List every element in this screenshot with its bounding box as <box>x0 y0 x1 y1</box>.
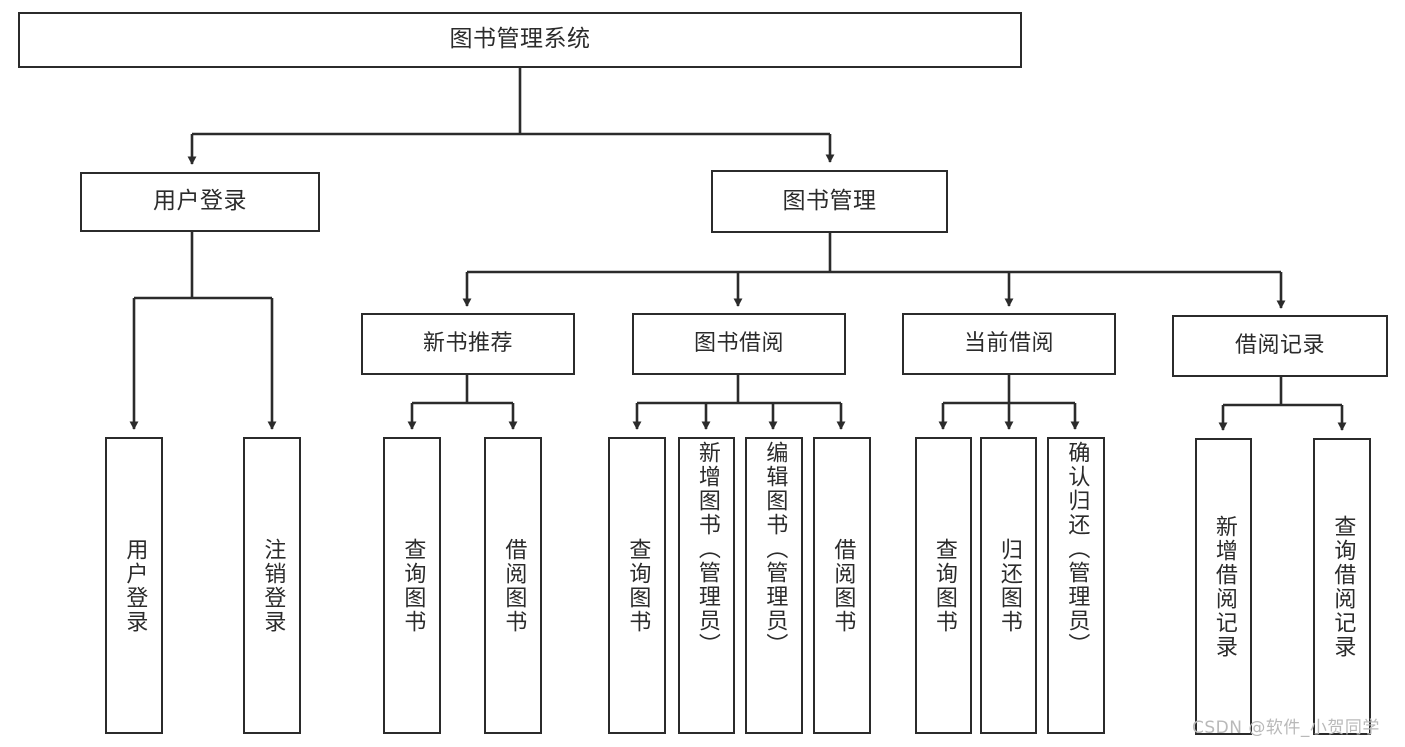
node-label: 查询图书 <box>400 537 426 634</box>
node-leaf-new-book-borrow[interactable]: 借阅图书 <box>484 437 542 734</box>
node-label: 查询借阅记录 <box>1330 514 1356 659</box>
node-label: 归还图书 <box>996 537 1022 634</box>
node-label: 借阅图书 <box>501 537 527 634</box>
node-label: 编辑图书（管理员） <box>762 441 788 657</box>
node-label: 图书管理 <box>782 187 877 214</box>
node-label: 确认归还（管理员） <box>1064 441 1090 657</box>
node-leaf-borrow-record-add[interactable]: 新增借阅记录 <box>1195 438 1252 735</box>
node-label: 图书借阅 <box>693 330 784 356</box>
node-leaf-borrow-book-query[interactable]: 查询图书 <box>608 437 666 734</box>
node-leaf-current-borrow-return[interactable]: 归还图书 <box>980 437 1037 734</box>
node-label: 查询图书 <box>625 537 651 634</box>
node-leaf-user-login-login[interactable]: 用户登录 <box>105 437 163 734</box>
node-leaf-borrow-book-edit[interactable]: 编辑图书（管理员） <box>745 437 803 734</box>
node-leaf-current-borrow-confirm-return[interactable]: 确认归还（管理员） <box>1047 437 1105 734</box>
node-label: 新增图书（管理员） <box>694 441 720 657</box>
node-label: 图书管理系统 <box>449 26 591 53</box>
node-current-borrow[interactable]: 当前借阅 <box>902 313 1116 375</box>
node-label: 当前借阅 <box>963 330 1054 356</box>
node-leaf-borrow-book-add[interactable]: 新增图书（管理员） <box>678 437 735 734</box>
node-label: 借阅图书 <box>830 537 856 634</box>
node-book-borrow[interactable]: 图书借阅 <box>632 313 846 375</box>
node-label: 用户登录 <box>153 188 247 215</box>
node-label: 用户登录 <box>122 537 148 634</box>
node-root-book-management-system[interactable]: 图书管理系统 <box>18 12 1022 68</box>
node-borrow-record[interactable]: 借阅记录 <box>1172 315 1388 377</box>
node-leaf-borrow-record-query[interactable]: 查询借阅记录 <box>1313 438 1371 735</box>
node-leaf-current-borrow-query[interactable]: 查询图书 <box>915 437 972 734</box>
node-label: 查询图书 <box>931 537 957 634</box>
node-user-login[interactable]: 用户登录 <box>80 172 320 232</box>
node-leaf-user-login-logout[interactable]: 注销登录 <box>243 437 301 734</box>
node-new-book-recommend[interactable]: 新书推荐 <box>361 313 575 375</box>
node-leaf-new-book-query[interactable]: 查询图书 <box>383 437 441 734</box>
node-label: 新增借阅记录 <box>1211 514 1237 659</box>
node-label: 新书推荐 <box>422 330 513 356</box>
node-label: 借阅记录 <box>1234 332 1325 358</box>
node-leaf-borrow-book-borrow[interactable]: 借阅图书 <box>813 437 871 734</box>
node-label: 注销登录 <box>260 537 286 634</box>
node-book-management[interactable]: 图书管理 <box>711 170 948 233</box>
